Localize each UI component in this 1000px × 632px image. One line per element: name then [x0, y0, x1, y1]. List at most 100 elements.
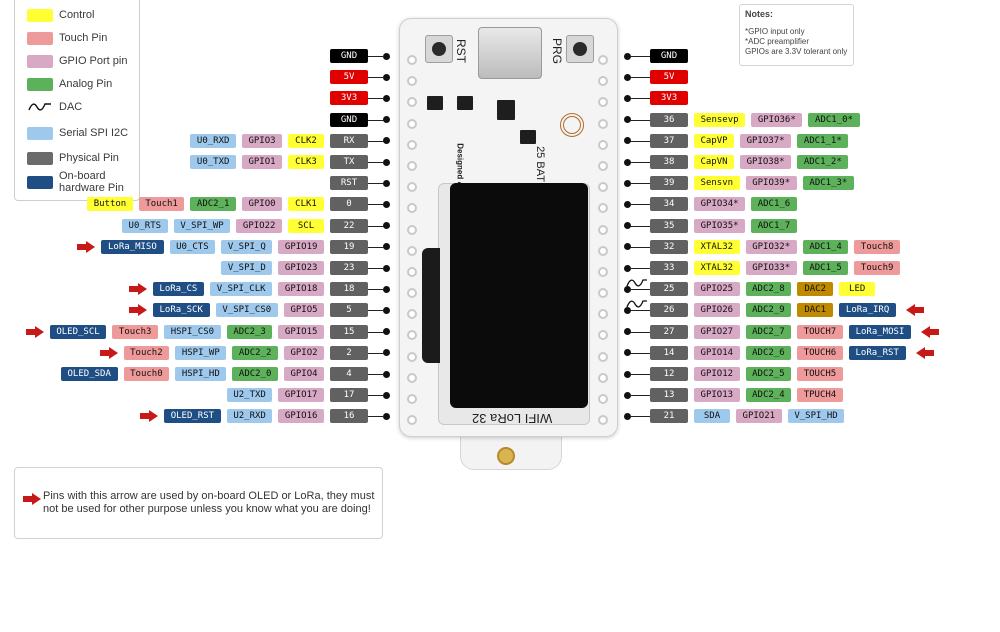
pin-function-tag: HSPI_CS0: [164, 324, 221, 339]
pin-label: 34: [650, 197, 688, 212]
legend-item: On-board hardware Pin: [27, 170, 129, 194]
header-hole: [407, 351, 417, 362]
pin-lead: [368, 395, 384, 397]
pin-function-tag: CapVN: [694, 155, 734, 169]
warning-panel: Pins with this arrow are used by on-boar…: [14, 467, 383, 539]
pin-lead: [630, 395, 650, 397]
pin-label: 19: [330, 239, 368, 254]
legend-swatch: [27, 8, 53, 22]
pin-dot: [383, 200, 390, 208]
pin-function-tag: V_SPI_WP: [173, 218, 231, 233]
pin-function-tag: GPIO3: [242, 133, 282, 148]
pin-function-tag: OLED_RST: [164, 409, 221, 424]
pin-function-tag: U0_RXD: [190, 133, 236, 148]
header-hole: [407, 266, 417, 277]
pin-label: 2: [330, 345, 368, 360]
pin-function-tag: XTAL32: [694, 239, 740, 254]
pin-label: 0: [330, 197, 368, 212]
pin-lead: [630, 56, 650, 57]
chip: [427, 96, 443, 110]
oled-screen: [450, 183, 588, 408]
notes-panel: Notes: *GPIO input only *ADC preamplifie…: [739, 4, 854, 66]
header-hole: [407, 97, 417, 108]
pin-function-tag: GPIO4: [284, 367, 324, 381]
pin-label: 3V3: [650, 91, 688, 106]
legend-swatch: [27, 126, 53, 140]
pin-function-tag: GPIO14: [694, 345, 740, 360]
pin-dot: [383, 285, 390, 293]
pin-label: GND: [330, 49, 368, 63]
pin-dot: [383, 243, 390, 251]
pin-lead: [630, 183, 650, 185]
pin-lead: [368, 310, 384, 312]
pin-lead: [368, 331, 384, 333]
pin-label: 33: [650, 261, 688, 275]
pin-function-tag: ADC1_3*: [802, 176, 854, 191]
pin-label: RST: [330, 176, 368, 191]
red-arrow-icon: [915, 346, 934, 359]
pin-dot: [624, 370, 631, 378]
pin-lead: [630, 119, 650, 121]
pin-label: 27: [650, 324, 688, 339]
header-hole: [598, 288, 608, 299]
legend-swatch: [27, 77, 53, 91]
pin-function-tag: V_SPI_Q: [221, 239, 273, 254]
pin-lead: [630, 310, 650, 312]
pin-label: 36: [650, 112, 688, 127]
pin-label: 26: [650, 303, 688, 318]
pin-lead: [368, 119, 384, 121]
pin-label: 5V: [650, 70, 688, 85]
legend-label: DAC: [59, 101, 83, 113]
pin-function-tag: V_SPI_CLK: [210, 282, 273, 297]
chip: [520, 130, 536, 144]
pin-dot: [624, 349, 631, 357]
red-arrow-icon: [25, 325, 44, 338]
header-hole: [598, 351, 608, 362]
pin-function-tag: GPIO33*: [745, 261, 797, 275]
pin-lead: [630, 140, 650, 142]
pin-function-tag: GPIO17: [278, 388, 324, 403]
header-hole: [598, 55, 608, 65]
pin-lead: [630, 331, 650, 333]
pin-function-tag: Touch3: [112, 324, 158, 339]
pin-function-tag: GPIO19: [278, 239, 324, 254]
red-arrow-icon: [128, 304, 147, 317]
pin-label: 39: [650, 176, 688, 191]
pin-function-tag: CapVP: [694, 133, 734, 148]
header-hole: [598, 372, 608, 383]
pin-label: 15: [330, 324, 368, 339]
pin-function-tag: Button: [87, 197, 133, 212]
pin-dot: [624, 264, 631, 272]
pin-label: 5: [330, 303, 368, 318]
pin-label: 5V: [330, 70, 368, 85]
header-hole: [598, 245, 608, 256]
pin-function-tag: ADC2_4: [745, 388, 792, 403]
pin-dot: [624, 94, 631, 102]
pin-dot: [383, 222, 390, 230]
pin-lead: [368, 374, 384, 375]
pin-function-tag: GPIO27: [694, 324, 740, 339]
pin-function-tag: ADC2_8: [745, 282, 792, 297]
pin-function-tag: GPIO35*: [694, 218, 746, 233]
header-hole: [598, 330, 608, 341]
legend-label: Touch Pin: [59, 32, 108, 44]
legend-label: GPIO Port pin: [59, 55, 128, 67]
pin-label: RX: [330, 133, 368, 148]
pin-function-tag: GPIO23: [278, 261, 324, 275]
pin-lead: [630, 416, 650, 418]
notes-line: *ADC preamplifier: [745, 37, 810, 46]
chip: [457, 96, 473, 110]
pin-lead: [368, 98, 384, 100]
pin-function-tag: SDA: [694, 409, 730, 424]
pin-function-tag: U0_TXD: [190, 155, 236, 169]
header-hole: [407, 55, 417, 65]
pin-function-tag: ADC2_3: [226, 324, 273, 339]
pin-dot: [624, 52, 631, 60]
header-hole: [598, 394, 608, 404]
pin-function-tag: XTAL32: [694, 261, 740, 275]
header-hole: [407, 309, 417, 320]
pin-label: GND: [330, 112, 368, 127]
pin-function-tag: ADC2_0: [232, 367, 278, 381]
pin-label: 22: [330, 218, 368, 233]
